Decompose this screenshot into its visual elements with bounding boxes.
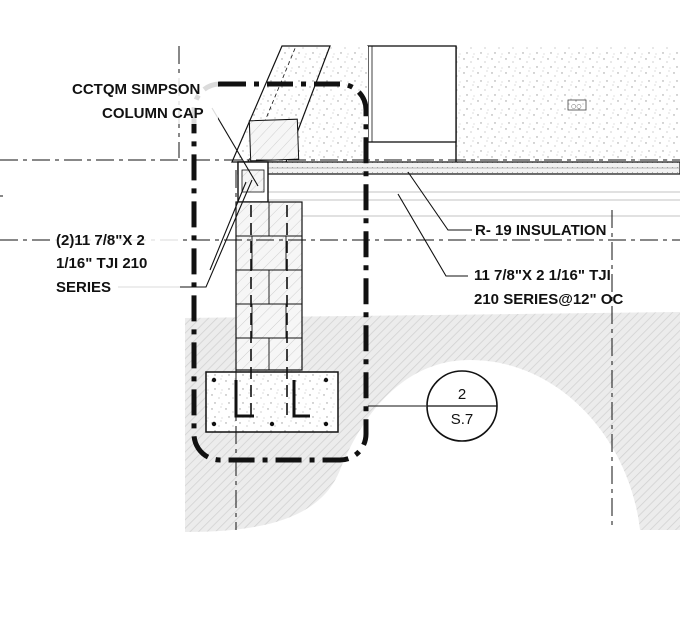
outlet-symbol	[567, 99, 587, 111]
leader-insulation	[407, 171, 472, 231]
section-tag-sheet: S.7	[451, 411, 474, 428]
soil-hatch	[185, 312, 680, 532]
column-cap-label-line1: CCTQM SIMPSON	[72, 81, 200, 98]
insulation-label: R- 19 INSULATION	[475, 222, 606, 239]
joist-label-line2: 210 SERIES@12" OC	[474, 291, 623, 308]
detail-callout-boundary	[191, 81, 369, 463]
wall-section	[367, 45, 457, 143]
section-tag: 2 S.7	[426, 370, 498, 442]
masonry-pier	[235, 201, 303, 371]
svg-text:○○: ○○	[571, 103, 581, 110]
beam-label-line3: SERIES	[56, 279, 111, 296]
beam-label-line1: (2)11 7/8"X 2	[56, 232, 145, 249]
joist-label-line1: 11 7/8"X 2 1/16" TJI	[474, 267, 611, 284]
rebar-left	[234, 380, 254, 418]
leader-joist	[397, 193, 468, 277]
beam-label-line2: 1/16" TJI 210	[56, 255, 147, 272]
cap-block	[248, 118, 300, 162]
column-cap-label-line2: COLUMN CAP	[102, 105, 204, 122]
section-tag-number: 2	[458, 386, 466, 403]
leader-column-cap	[211, 107, 259, 187]
rebar-right	[292, 380, 310, 418]
